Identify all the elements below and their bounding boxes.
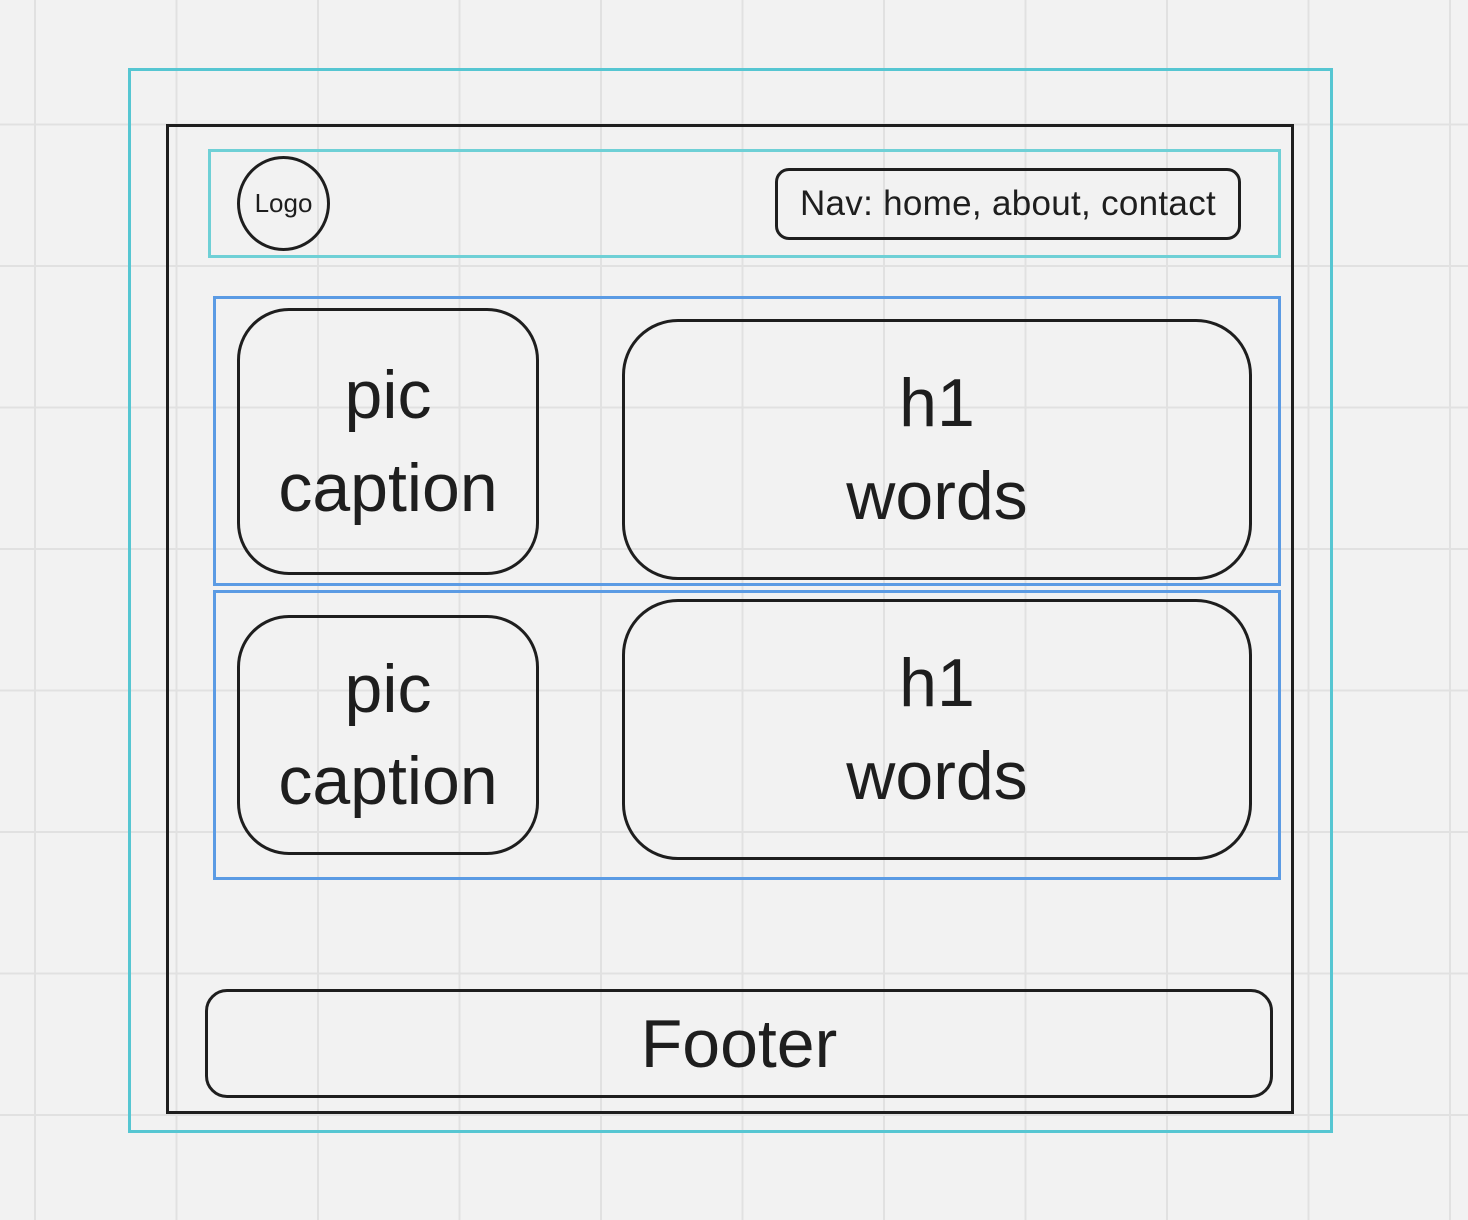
- content-row-1: [213, 296, 1281, 586]
- logo-label: Logo: [254, 188, 313, 218]
- nav-label: Nav: home, about, contact: [799, 184, 1217, 223]
- caption-label: caption: [278, 449, 498, 526]
- header-frame: [208, 149, 1281, 258]
- h1-words-card-2: h1 words: [622, 599, 1252, 860]
- h1-words-card-1: h1 words: [622, 319, 1252, 580]
- footer-box: Footer: [205, 989, 1273, 1098]
- footer-label: Footer: [640, 1005, 838, 1082]
- nav-box: Nav: home, about, contact: [775, 168, 1241, 240]
- pic-label: pic: [344, 357, 432, 434]
- words-label: words: [846, 737, 1028, 814]
- pic-caption-card-2: pic caption: [237, 615, 539, 855]
- page-frame: [166, 124, 1294, 1114]
- caption-label: caption: [278, 743, 498, 819]
- h1-label: h1: [899, 645, 975, 722]
- pic-caption-card-1: pic caption: [237, 308, 539, 575]
- content-row-2: [213, 590, 1281, 880]
- pic-label: pic: [344, 650, 432, 727]
- h1-label: h1: [899, 365, 975, 442]
- outer-frame: [128, 68, 1333, 1133]
- logo-circle: Logo: [237, 156, 330, 251]
- words-label: words: [846, 457, 1028, 534]
